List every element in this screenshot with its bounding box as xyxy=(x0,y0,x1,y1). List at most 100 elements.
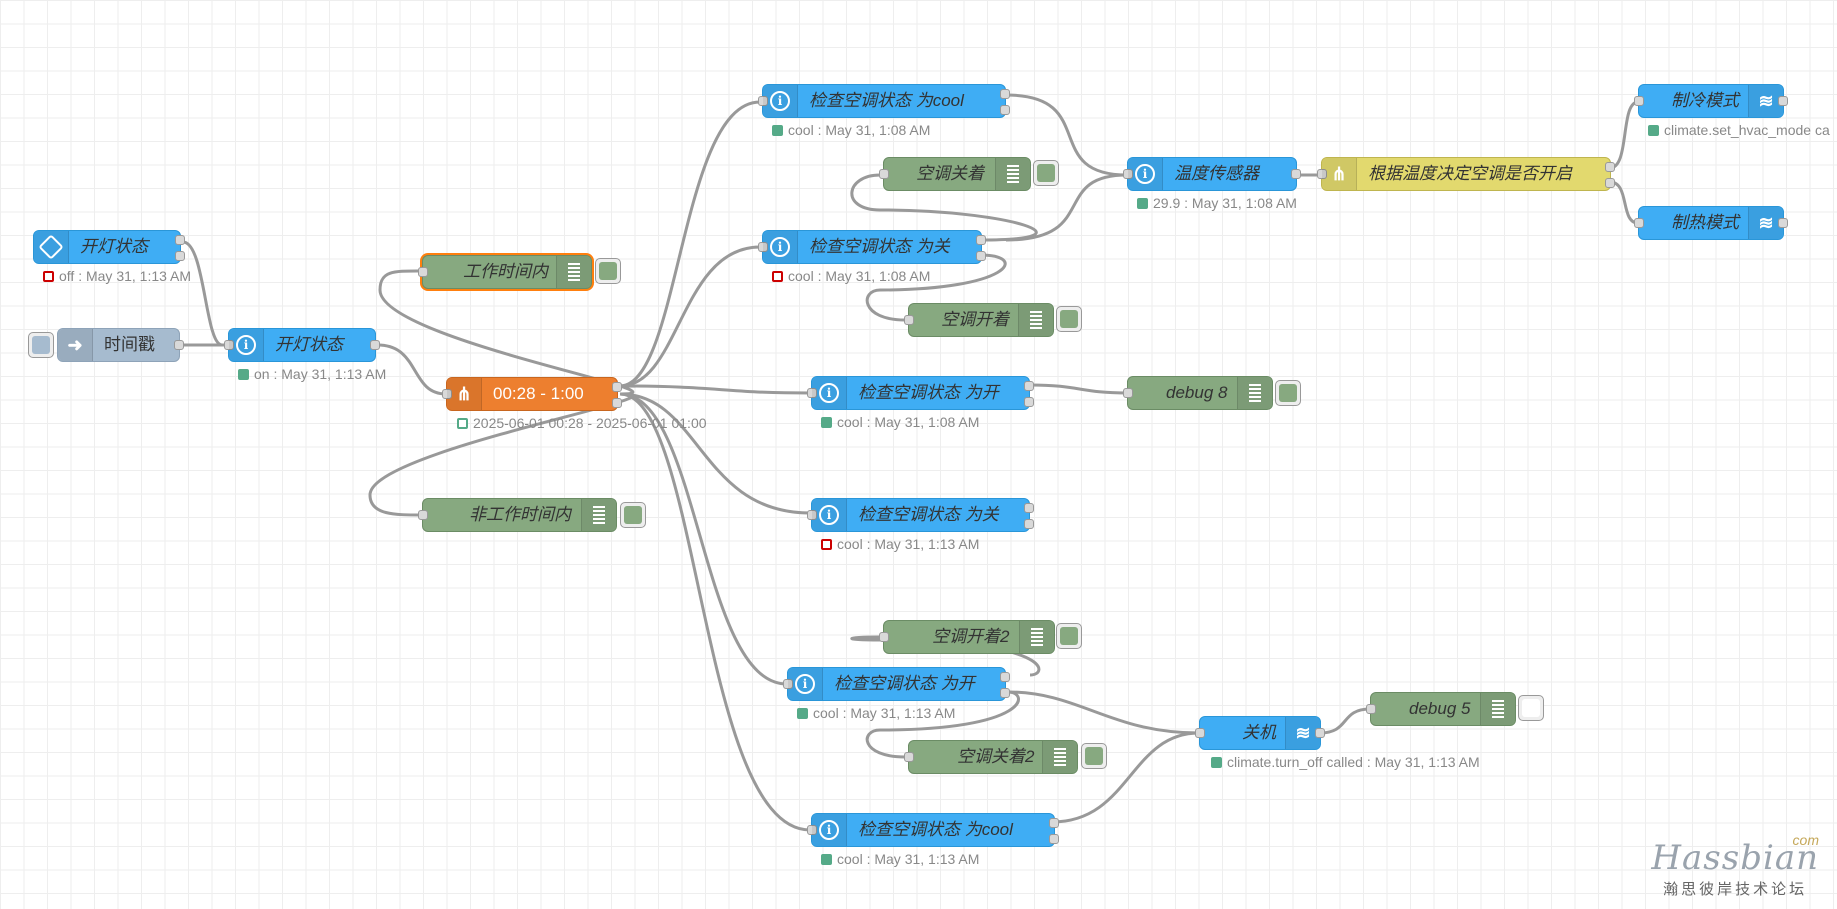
output-port[interactable] xyxy=(1605,162,1615,172)
node-check-ac-cool-2[interactable]: i 检查空调状态 为cool xyxy=(807,813,1059,847)
output-port[interactable] xyxy=(1778,218,1788,228)
node-debug-ac-on-2[interactable]: 空调开着2 xyxy=(879,620,1055,654)
debug-toggle-button[interactable] xyxy=(1518,695,1544,721)
info-icon: i xyxy=(812,377,847,409)
wire xyxy=(619,392,788,686)
debug-toggle-button[interactable] xyxy=(1056,623,1082,649)
output-port[interactable] xyxy=(1778,96,1788,106)
output-port[interactable] xyxy=(1000,89,1010,99)
inject-button[interactable] xyxy=(28,332,54,358)
input-port[interactable] xyxy=(807,825,817,835)
debug-toggle-button[interactable] xyxy=(1033,160,1059,186)
info-icon: i xyxy=(1128,158,1163,190)
input-port[interactable] xyxy=(1317,169,1327,179)
input-port[interactable] xyxy=(418,267,428,277)
input-port[interactable] xyxy=(879,169,889,179)
node-status: cool : May 31, 1:08 AM xyxy=(772,122,930,138)
output-port[interactable] xyxy=(1049,834,1059,844)
output-port[interactable] xyxy=(1000,688,1010,698)
input-port[interactable] xyxy=(758,242,768,252)
node-debug-non-working-hours[interactable]: 非工作时间内 xyxy=(418,498,617,532)
input-port[interactable] xyxy=(1195,728,1205,738)
input-port[interactable] xyxy=(807,510,817,520)
output-port[interactable] xyxy=(976,235,986,245)
node-temperature-sensor[interactable]: i 温度传感器 xyxy=(1123,157,1301,191)
router-icon: ≋ xyxy=(1748,85,1783,117)
wire xyxy=(368,392,634,517)
arrow-right-icon: ➜ xyxy=(58,329,93,361)
output-port[interactable] xyxy=(370,340,380,350)
output-port[interactable] xyxy=(175,235,185,245)
node-status: cool : May 31, 1:13 AM xyxy=(797,705,955,721)
node-status: climate.turn_off called : May 31, 1:13 A… xyxy=(1211,754,1480,770)
input-port[interactable] xyxy=(879,632,889,642)
node-debug-8[interactable]: debug 8 xyxy=(1123,376,1273,410)
output-port[interactable] xyxy=(1024,519,1034,529)
node-debug-ac-on[interactable]: 空调开着 xyxy=(904,303,1054,337)
output-port[interactable] xyxy=(1000,105,1010,115)
node-time-range-switch[interactable]: ⋔ 00:28 - 1:00 xyxy=(442,377,622,411)
output-port[interactable] xyxy=(1024,381,1034,391)
node-heat-mode-service[interactable]: 制热模式 ≋ xyxy=(1634,206,1788,240)
wire xyxy=(865,253,1007,322)
wire xyxy=(1609,180,1639,225)
node-status: climate.set_hvac_mode ca xyxy=(1648,122,1830,138)
input-port[interactable] xyxy=(1634,96,1644,106)
output-port[interactable] xyxy=(976,251,986,261)
output-port[interactable] xyxy=(612,398,622,408)
input-port[interactable] xyxy=(418,510,428,520)
wire xyxy=(619,245,761,388)
output-port[interactable] xyxy=(612,382,622,392)
debug-toggle-button[interactable] xyxy=(620,502,646,528)
input-port[interactable] xyxy=(1366,704,1376,714)
output-port[interactable] xyxy=(1024,397,1034,407)
input-port[interactable] xyxy=(807,388,817,398)
input-port[interactable] xyxy=(904,752,914,762)
wire xyxy=(182,240,223,347)
node-debug-working-hours[interactable]: 工作时间内 xyxy=(418,255,592,289)
input-port[interactable] xyxy=(224,340,234,350)
input-port[interactable] xyxy=(758,96,768,106)
output-port[interactable] xyxy=(1000,672,1010,682)
input-port[interactable] xyxy=(904,315,914,325)
input-port[interactable] xyxy=(1123,388,1133,398)
node-light-state-current[interactable]: i 开灯状态 xyxy=(224,328,380,362)
input-port[interactable] xyxy=(442,389,452,399)
wire xyxy=(865,690,1020,759)
wire xyxy=(619,392,811,515)
node-status: 29.9 : May 31, 1:08 AM xyxy=(1137,195,1297,211)
output-port[interactable] xyxy=(1024,503,1034,513)
output-port[interactable] xyxy=(174,340,184,350)
node-turn-off-service[interactable]: 关机 ≋ xyxy=(1195,716,1325,750)
node-temperature-switch[interactable]: ⋔ 根据温度决定空调是否开启 xyxy=(1317,157,1615,191)
node-debug-5[interactable]: debug 5 xyxy=(1366,692,1516,726)
debug-toggle-button[interactable] xyxy=(1081,743,1107,769)
node-timestamp-inject[interactable]: ➜ 时间戳 xyxy=(57,328,184,362)
debug-toggle-button[interactable] xyxy=(1056,306,1082,332)
node-check-ac-on-2[interactable]: i 检查空调状态 为开 xyxy=(783,667,1010,701)
node-debug-ac-off-2[interactable]: 空调关着2 xyxy=(904,740,1078,774)
debug-toggle-button[interactable] xyxy=(1275,380,1301,406)
wire xyxy=(378,269,634,396)
output-port[interactable] xyxy=(1291,169,1301,179)
node-debug-ac-off[interactable]: 空调关着 xyxy=(879,157,1031,191)
output-port[interactable] xyxy=(1049,818,1059,828)
output-port[interactable] xyxy=(1605,178,1615,188)
input-port[interactable] xyxy=(1123,169,1133,179)
input-port[interactable] xyxy=(783,679,793,689)
input-port[interactable] xyxy=(1634,218,1644,228)
output-port[interactable] xyxy=(175,251,185,261)
node-check-ac-off[interactable]: i 检查空调状态 为关 xyxy=(758,230,986,264)
output-port[interactable] xyxy=(1315,728,1325,738)
node-light-state-trigger[interactable]: 开灯状态 xyxy=(33,230,185,264)
info-icon: i xyxy=(812,499,847,531)
wire xyxy=(1609,100,1639,170)
node-check-ac-off-2[interactable]: i 检查空调状态 为关 xyxy=(807,498,1034,532)
debug-toggle-button[interactable] xyxy=(595,258,621,284)
node-cool-mode-service[interactable]: 制冷模式 ≋ xyxy=(1634,84,1788,118)
node-check-ac-cool[interactable]: i 检查空调状态 为cool xyxy=(758,84,1010,118)
node-check-ac-on[interactable]: i 检查空调状态 为开 xyxy=(807,376,1034,410)
wire xyxy=(619,384,811,395)
wire xyxy=(850,173,1038,242)
